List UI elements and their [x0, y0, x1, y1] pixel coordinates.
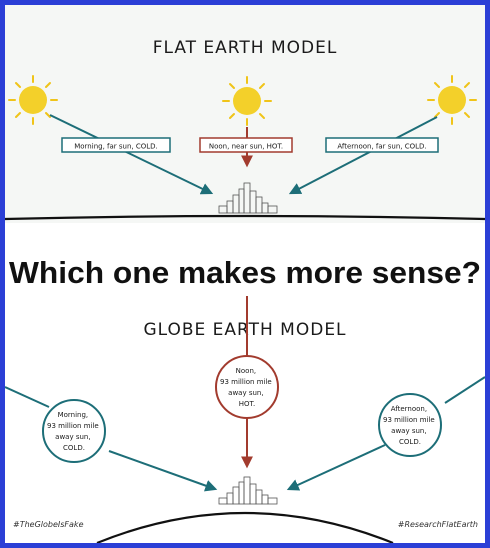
morning-circle: [42, 399, 106, 463]
afternoon-arrow-globe: [286, 444, 386, 491]
city-icon: [218, 182, 278, 214]
afternoon-circle: [378, 393, 442, 457]
sun-icon: [8, 75, 58, 125]
diagram-canvas: FLAT EARTH MODEL: [5, 5, 485, 543]
morning-arrow: [49, 114, 214, 195]
flat-ground-line: [5, 214, 485, 221]
noon-label: Noon, near sun, HOT.: [209, 143, 283, 151]
right-hashtag: #ResearchFlatEarth: [398, 520, 478, 529]
afternoon-label: Afternoon, far sun, COLD.: [337, 143, 426, 151]
sun-icon: [427, 75, 477, 125]
afternoon-label-box: [325, 137, 439, 153]
left-hashtag: #TheGlobeIsFake: [13, 520, 84, 529]
morning-ray-in: [5, 386, 50, 408]
afternoon-arrow: [288, 116, 438, 195]
morning-globe-label: Morning, 93 million mile away sun, COLD.: [47, 411, 101, 452]
globe-curve: [96, 511, 394, 543]
afternoon-ray-in: [444, 376, 485, 404]
noon-circle: [215, 355, 279, 419]
question-banner: Which one makes more sense?: [5, 243, 485, 293]
sun-icon: [222, 76, 272, 126]
flat-earth-panel: FLAT EARTH MODEL: [5, 5, 485, 223]
city-icon: [218, 476, 278, 505]
morning-label: Morning, far sun, COLD.: [74, 143, 158, 151]
infographic: FLAT EARTH MODEL: [5, 5, 485, 543]
morning-arrow-globe: [108, 450, 218, 492]
afternoon-globe-label: Afternoon, 93 million mile away sun, COL…: [383, 405, 437, 446]
flat-earth-title: FLAT EARTH MODEL: [153, 38, 338, 58]
noon-label-box: [199, 137, 293, 153]
noon-globe-label: Noon, 93 million mile away sun, HOT.: [220, 367, 274, 408]
question-text: Which one makes more sense?: [9, 255, 481, 290]
globe-earth-title: GLOBE EARTH MODEL: [143, 320, 346, 340]
morning-label-box: [61, 137, 171, 153]
globe-earth-panel: GLOBE EARTH MODEL Noon, 93 million mile …: [5, 296, 485, 543]
